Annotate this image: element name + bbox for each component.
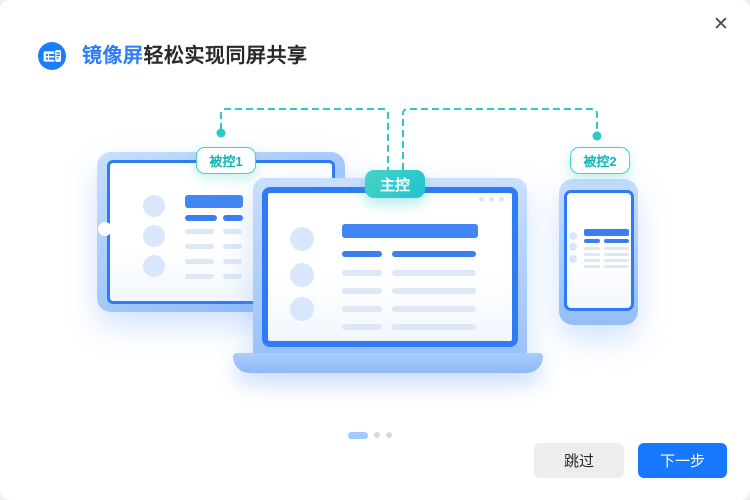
connector-dot — [592, 131, 602, 141]
content-bar — [185, 215, 217, 221]
content-line — [342, 270, 382, 276]
avatar-placeholder — [569, 243, 577, 251]
phone-screen — [564, 190, 634, 311]
content-line — [223, 259, 242, 264]
content-line — [185, 274, 214, 279]
phone-device — [559, 179, 638, 325]
content-title-bar — [185, 195, 243, 208]
content-line — [342, 288, 382, 294]
content-line — [185, 259, 214, 264]
content-line — [392, 270, 476, 276]
badge-master: 主控 — [365, 170, 425, 198]
content-line — [392, 306, 476, 312]
mirror-screen-icon — [38, 42, 66, 70]
content-line — [392, 288, 476, 294]
badge-controlled-1: 被控1 — [196, 147, 256, 174]
laptop-base — [233, 353, 543, 373]
connector-dot — [216, 128, 226, 138]
content-line — [584, 253, 600, 256]
content-line — [342, 306, 382, 312]
badge-controlled-2: 被控2 — [570, 147, 630, 174]
content-bar — [604, 239, 629, 243]
content-line — [223, 274, 242, 279]
page-title-rest: 轻松实现同屏共享 — [143, 45, 308, 67]
content-title-bar — [584, 229, 629, 236]
laptop-device — [253, 178, 527, 354]
content-bar — [392, 251, 476, 257]
content-line — [584, 247, 600, 250]
content-line — [223, 229, 242, 234]
laptop-screen — [262, 187, 518, 347]
content-line — [392, 324, 476, 330]
illustration-stage: 被控1 主控 被控2 — [97, 108, 638, 373]
avatar-placeholder — [290, 297, 314, 321]
avatar-placeholder — [569, 232, 577, 240]
content-title-bar — [342, 224, 478, 238]
pagination-dot[interactable] — [386, 432, 392, 438]
pagination — [348, 431, 392, 439]
content-line — [185, 229, 214, 234]
content-line — [584, 259, 600, 262]
content-line — [604, 259, 629, 262]
skip-button[interactable]: 跳过 — [534, 443, 624, 478]
pagination-dot[interactable] — [374, 432, 380, 438]
avatar-placeholder — [290, 227, 314, 251]
content-line — [185, 244, 214, 249]
window-control-dots — [479, 197, 504, 202]
content-line — [604, 247, 629, 250]
content-line — [584, 265, 600, 268]
page-title-highlight: 镜像屏 — [82, 45, 144, 67]
next-step-button[interactable]: 下一步 — [638, 443, 727, 478]
avatar-placeholder — [569, 255, 577, 263]
avatar-placeholder — [143, 255, 165, 277]
pagination-dot-active[interactable] — [348, 431, 368, 439]
content-bar — [342, 251, 382, 257]
content-line — [342, 324, 382, 330]
content-line — [604, 253, 629, 256]
content-bar — [223, 215, 243, 221]
tablet-camera — [98, 222, 112, 236]
close-icon[interactable]: ✕ — [706, 9, 736, 39]
avatar-placeholder — [143, 225, 165, 247]
content-line — [604, 265, 629, 268]
page-title: 镜像屏轻松实现同屏共享 — [82, 42, 308, 70]
content-bar — [584, 239, 600, 243]
content-line — [223, 244, 242, 249]
avatar-placeholder — [143, 195, 165, 217]
avatar-placeholder — [290, 263, 314, 287]
